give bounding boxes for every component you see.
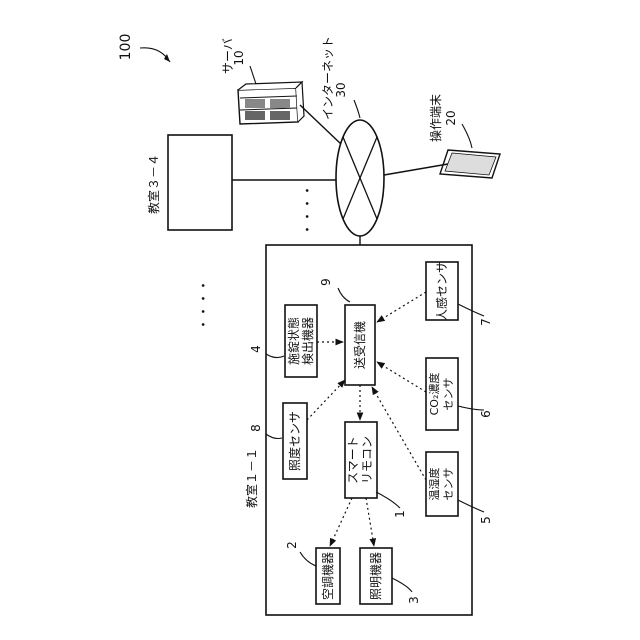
terminal-ref: 20 xyxy=(444,110,458,125)
server-leader xyxy=(250,66,256,84)
lock-state-detector-label-1: 施錠状態 xyxy=(286,317,301,365)
illuminance-sensor-label: 照度センサ xyxy=(287,411,302,471)
classroom-1-1-label: 教室１－１ xyxy=(244,448,259,508)
air-conditioner-label: 空調機器 xyxy=(320,552,335,600)
internet-leader xyxy=(354,100,360,118)
internet-ref: 30 xyxy=(334,82,348,97)
ellipsis-classrooms: ・・・・ xyxy=(197,279,212,331)
smart-remote-label-2: リモコン xyxy=(360,436,374,484)
terminal-label: 操作端末 xyxy=(428,94,443,142)
co2-sensor-label-1: CO₂濃度 xyxy=(427,373,441,416)
co2-sensor-ref: 6 xyxy=(479,410,493,418)
illuminance-sensor-ref: 8 xyxy=(249,424,263,432)
tablet-icon xyxy=(440,150,500,178)
lighting-ref: 3 xyxy=(407,596,421,604)
lock-state-detector-label-2: 検出機器 xyxy=(300,317,315,365)
transceiver-ref: 9 xyxy=(319,278,333,286)
transceiver-label: 送受信機 xyxy=(352,321,367,369)
human-sensor-ref: 7 xyxy=(479,318,493,326)
smart-remote-ref: 1 xyxy=(393,510,407,518)
server-ref: 10 xyxy=(232,50,246,65)
classroom-3-4-box xyxy=(168,135,232,230)
lighting-label: 照明機器 xyxy=(368,552,383,600)
smart-remote-label-1: スマート xyxy=(346,436,360,484)
terminal-leader xyxy=(462,124,472,148)
server-icon xyxy=(238,82,304,124)
terminal-to-internet-line xyxy=(384,164,448,175)
co2-sensor-label-2: センサ xyxy=(442,378,455,411)
internet-cloud-icon xyxy=(336,120,384,236)
temp-humidity-sensor-ref: 5 xyxy=(479,516,493,524)
temp-humidity-sensor-label-1: 温湿度 xyxy=(427,468,441,501)
air-conditioner-ref: 2 xyxy=(285,541,299,549)
temp-humidity-sensor-label-2: センサ xyxy=(442,468,455,501)
lock-state-detector-ref: 4 xyxy=(249,345,263,353)
ellipsis-networks: ・・・・ xyxy=(301,184,316,236)
figure-number-leader xyxy=(140,48,170,62)
human-sensor-label: 人感センサ xyxy=(434,261,449,321)
internet-label: インターネット xyxy=(321,36,335,120)
classroom-3-4-label: 教室３－４ xyxy=(146,154,161,214)
figure-number: 100 xyxy=(118,34,134,61)
